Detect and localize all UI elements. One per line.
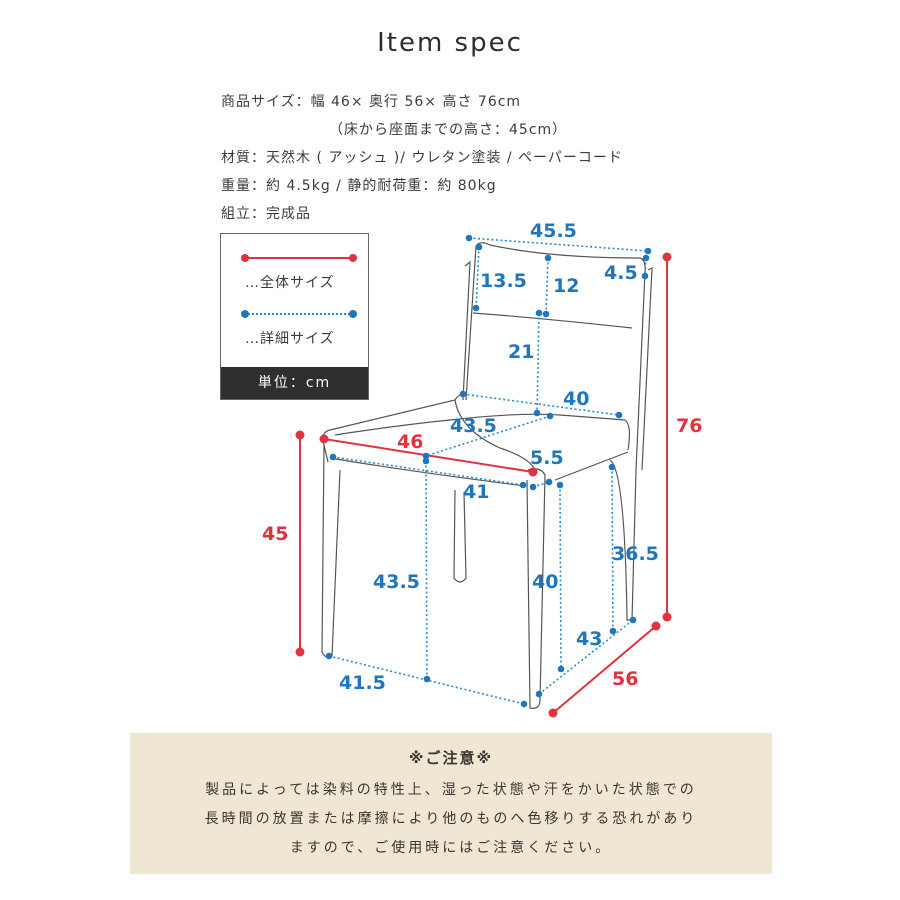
back-top-width-label: 45.5 <box>530 220 577 242</box>
detail-dot-icon <box>241 310 249 318</box>
leg-thickness-label: 5.5 <box>530 447 564 469</box>
unit-label: 単位：cm <box>221 367 368 399</box>
detail-dimension-dots <box>325 234 652 708</box>
dimension-legend: …全体サイズ …詳細サイズ 単位：cm <box>220 233 369 400</box>
notice-line: ますので、ご使用時にはご注意ください。 <box>289 840 613 856</box>
front-rail-width-label: 41 <box>463 481 489 503</box>
notice-body: 製品によっては染料の特性上、湿った状態や汗をかいた状態での 長時間の放置または摩… <box>130 776 772 863</box>
overall-line-swatch <box>245 257 353 259</box>
back-lower-label: 21 <box>508 341 534 363</box>
floor-front-width-label: 41.5 <box>339 672 386 694</box>
spec-seat-height: （床から座面までの高さ：45cm） <box>329 122 568 138</box>
care-notice: ※ご注意※ 製品によっては染料の特性上、湿った状態や汗をかいた状態での 長時間の… <box>130 733 772 874</box>
back-bottom-width-label: 40 <box>563 388 589 410</box>
spec-list: 商品サイズ：幅 46× 奥行 56× 高さ 76cm （床から座面までの高さ：4… <box>221 88 623 228</box>
seat-depth-label: 43.5 <box>450 415 497 437</box>
floor-side-depth-label: 43 <box>576 628 602 650</box>
notice-line: 製品によっては染料の特性上、湿った状態や汗をかいた状態での <box>205 782 697 798</box>
chair-outline <box>321 242 653 709</box>
detail-size-label: …詳細サイズ <box>245 331 335 347</box>
spec-size: 商品サイズ：幅 46× 奥行 56× 高さ 76cm <box>221 94 522 110</box>
overall-width-label: 46 <box>397 431 423 453</box>
detail-line-swatch <box>245 313 353 315</box>
overall-seat-height-label: 45 <box>262 523 288 545</box>
overall-depth-label: 56 <box>612 668 638 690</box>
back-upper-mid-label: 12 <box>553 275 579 297</box>
back-post-top-label: 4.5 <box>604 262 638 284</box>
spec-weight: 重量：約 4.5kg / 静的耐荷重：約 80kg <box>221 178 497 194</box>
notice-heading: ※ご注意※ <box>408 749 494 767</box>
back-upper-left-label: 13.5 <box>480 270 527 292</box>
notice-line: 長時間の放置または摩擦により他のものへ色移りする恐れがあり <box>204 811 698 827</box>
overall-dimension-labels: 46 56 76 45 <box>262 415 702 690</box>
rear-leg-height-label: 36.5 <box>612 543 659 565</box>
overall-dot-icon <box>349 254 357 262</box>
spec-material: 材質：天然木 ( アッシュ )/ ウレタン塗装 / ペーパーコード <box>221 150 623 166</box>
spec-assembly: 組立：完成品 <box>221 206 311 222</box>
detail-dimension-labels: 45.5 13.5 12 4.5 21 40 43.5 41 5.5 43.5 … <box>339 220 659 694</box>
side-leg-height-label: 40 <box>532 571 558 593</box>
detail-dot-icon <box>349 310 357 318</box>
overall-size-label: …全体サイズ <box>245 275 335 291</box>
front-leg-height-label: 43.5 <box>373 571 420 593</box>
overall-height-label: 76 <box>676 415 702 437</box>
page-title: Item spec <box>377 28 523 58</box>
overall-dot-icon <box>241 254 249 262</box>
